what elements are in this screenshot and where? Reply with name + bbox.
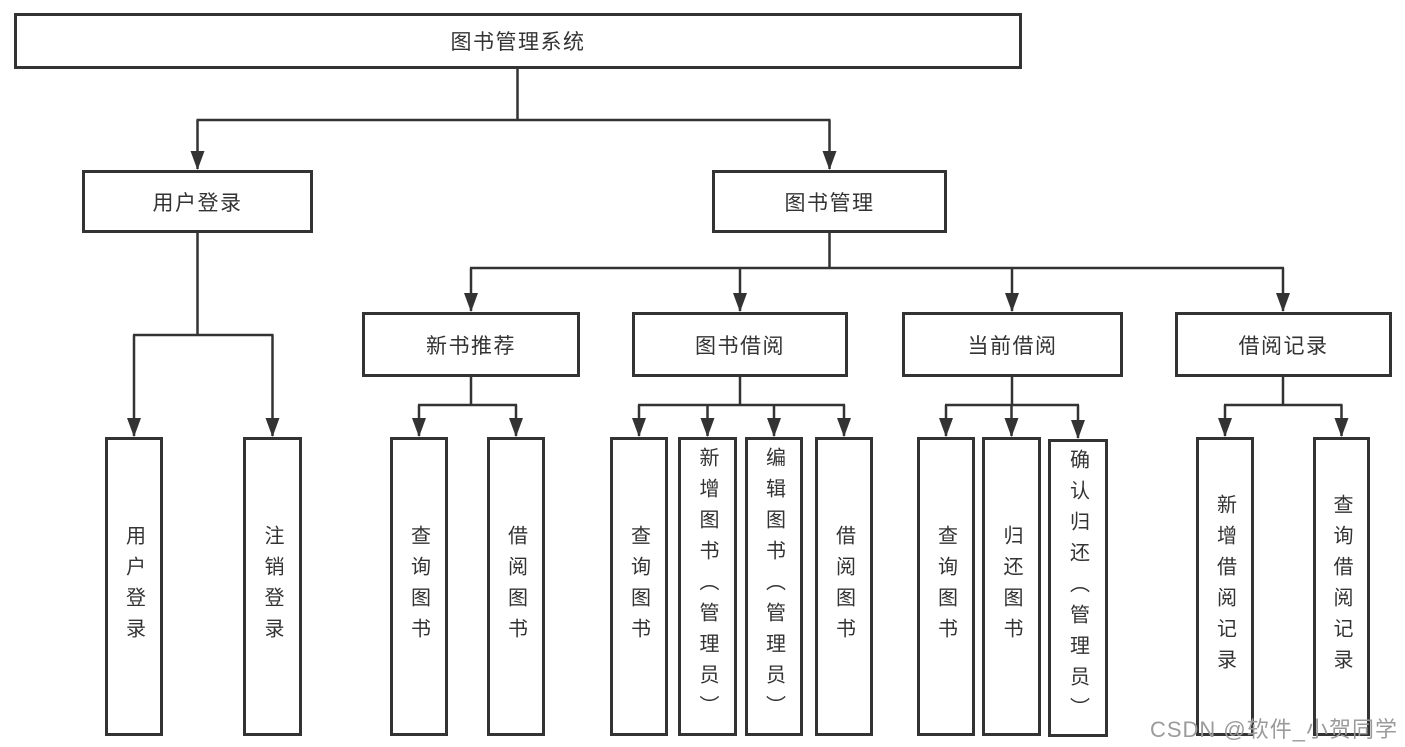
leaf-user-login: 用户登录 xyxy=(105,437,163,736)
leaf-logout: 注销登录 xyxy=(243,437,302,736)
node-book-borrowing: 图书借阅 xyxy=(632,312,848,377)
leaf-query-borrow-record: 查询借阅记录 xyxy=(1313,437,1370,736)
node-borrowing-records: 借阅记录 xyxy=(1175,312,1392,377)
node-label: 查询图书 xyxy=(407,524,430,649)
leaf-edit-books-admin: 编辑图书（管理员） xyxy=(745,437,803,736)
node-label: 图书管理系统 xyxy=(450,31,586,54)
node-current-borrowing: 当前借阅 xyxy=(902,312,1123,377)
node-label: 注销登录 xyxy=(261,524,283,649)
node-label: 图书借阅 xyxy=(695,334,785,358)
leaf-confirm-return-admin: 确认归还（管理员） xyxy=(1048,439,1108,737)
node-new-book-recommend: 新书推荐 xyxy=(362,312,580,377)
node-label: 查询借阅记录 xyxy=(1330,493,1352,680)
csdn-watermark: CSDN @软件_小贺同学 xyxy=(1149,717,1398,742)
node-label: 新书推荐 xyxy=(426,334,516,358)
node-library-management-system: 图书管理系统 xyxy=(14,13,1022,69)
node-label: 图书管理 xyxy=(784,191,875,215)
leaf-borrow-books-recommend: 借阅图书 xyxy=(487,437,545,736)
node-label: 借阅记录 xyxy=(1238,334,1329,358)
node-label: 借阅图书 xyxy=(504,524,527,649)
node-label: 新增借阅记录 xyxy=(1213,493,1236,680)
connector-root-to-level2 xyxy=(190,68,837,170)
leaf-add-borrow-record: 新增借阅记录 xyxy=(1196,437,1254,736)
node-label: 查询图书 xyxy=(934,524,957,649)
connector-bookmgmt-to-level3 xyxy=(464,232,1290,312)
node-label: 借阅图书 xyxy=(832,524,855,649)
connector-login-to-leaves xyxy=(127,232,280,437)
leaf-query-books-borrow: 查询图书 xyxy=(610,437,668,736)
connector-borrow-to-leaves xyxy=(632,376,851,437)
node-label: 确认归还（管理员） xyxy=(1066,448,1089,728)
leaf-add-books-admin: 新增图书（管理员） xyxy=(678,437,737,736)
node-label: 当前借阅 xyxy=(967,334,1058,358)
node-book-management: 图书管理 xyxy=(712,170,947,233)
node-label: 新增图书（管理员） xyxy=(696,447,718,726)
node-label: 用户登录 xyxy=(152,191,243,215)
leaf-query-books-current: 查询图书 xyxy=(917,437,975,736)
node-label: 用户登录 xyxy=(122,524,145,649)
leaf-borrow-books: 借阅图书 xyxy=(815,437,873,736)
node-label: 编辑图书（管理员） xyxy=(762,447,785,726)
leaf-return-books: 归还图书 xyxy=(982,437,1041,736)
node-label: 归还图书 xyxy=(1000,524,1022,649)
node-user-login: 用户登录 xyxy=(82,170,313,233)
connector-newbook-to-leaves xyxy=(412,376,523,437)
connector-records-to-leaves xyxy=(1218,376,1349,437)
node-label: 查询图书 xyxy=(627,524,650,649)
connector-current-to-leaves xyxy=(939,376,1085,439)
leaf-query-books-recommend: 查询图书 xyxy=(390,437,448,736)
